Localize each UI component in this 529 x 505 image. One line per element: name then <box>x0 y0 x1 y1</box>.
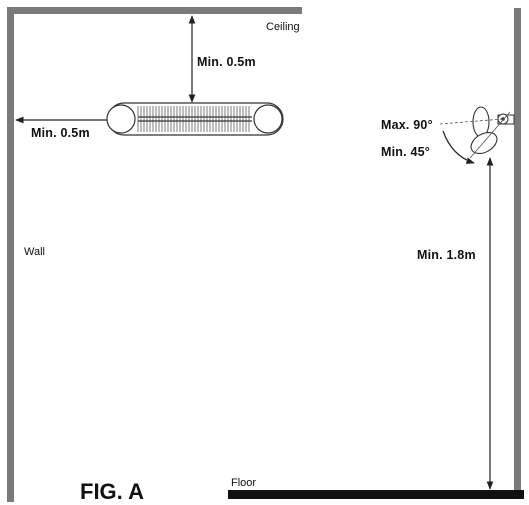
ceiling-label: Ceiling <box>266 21 300 33</box>
ceiling-clearance-label: Min. 0.5m <box>197 55 256 69</box>
max-angle-guide <box>439 118 504 125</box>
heater-grille <box>137 106 250 132</box>
min-angle-guide <box>469 111 511 159</box>
figure-caption: FIG. A <box>80 479 144 504</box>
wall-heater <box>470 106 515 155</box>
right-wall <box>514 8 521 493</box>
heater-left-cap <box>106 104 136 134</box>
min-angle-label: Min. 45° <box>381 145 430 159</box>
max-angle-label: Max. 90° <box>381 118 433 132</box>
angle-arc-arrow <box>442 130 475 164</box>
left-wall <box>7 7 14 502</box>
floor-line <box>228 490 524 499</box>
ceiling-heater <box>106 102 284 136</box>
height-label: Min. 1.8m <box>417 248 476 262</box>
ceiling-line <box>7 7 302 14</box>
wall-label: Wall <box>24 246 45 258</box>
floor-label: Floor <box>231 477 257 489</box>
wall-clearance-label: Min. 0.5m <box>31 126 90 140</box>
heater-right-cap <box>253 104 283 134</box>
